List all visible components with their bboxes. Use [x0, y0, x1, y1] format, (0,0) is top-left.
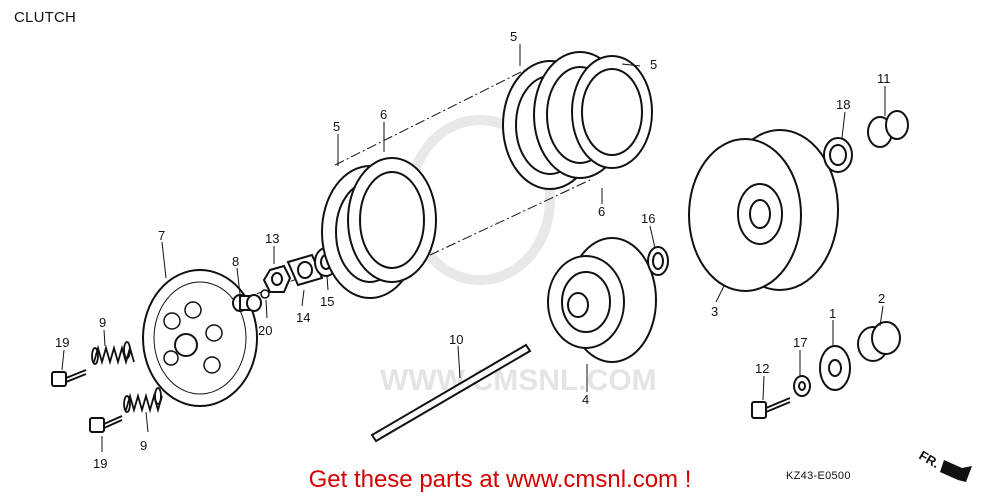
needle-bearing	[823, 137, 853, 173]
callout-18: 18	[836, 97, 850, 112]
push-rod	[370, 343, 532, 443]
lock-washer	[286, 253, 324, 287]
callout-5-right: 5	[650, 57, 657, 72]
callout-17: 17	[793, 335, 807, 350]
callout-16: 16	[641, 211, 655, 226]
collar	[867, 110, 909, 148]
callout-14: 14	[296, 310, 310, 325]
callout-5-top: 5	[510, 29, 517, 44]
primary-drive-gear	[819, 345, 851, 391]
clutch-spring-lower	[123, 387, 163, 414]
callout-6-left: 6	[380, 107, 387, 122]
bolt-upper	[51, 369, 87, 387]
callout-11: 11	[877, 71, 891, 86]
gear-washer	[793, 375, 811, 397]
gear-bolt	[751, 397, 791, 419]
callout-7: 7	[158, 228, 165, 243]
callout-5-left: 5	[333, 119, 340, 134]
steel-ball	[260, 289, 270, 299]
callout-8: 8	[232, 254, 239, 269]
callout-3: 3	[711, 304, 718, 319]
callout-2: 2	[878, 291, 885, 306]
callout-10: 10	[449, 332, 463, 347]
callout-9-lower: 9	[140, 438, 147, 453]
callout-20: 20	[258, 323, 272, 338]
callout-12: 12	[755, 361, 769, 376]
clutch-spring-upper	[91, 341, 135, 366]
callout-15: 15	[320, 294, 334, 309]
bolt-lower	[89, 415, 123, 433]
callout-6-right: 6	[598, 204, 605, 219]
lifter-piece	[232, 294, 262, 312]
lock-nut	[262, 264, 292, 293]
clutch-center	[547, 237, 657, 363]
clutch-outer	[688, 129, 839, 292]
promo-banner[interactable]: Get these parts at www.cmsnl.com !	[308, 466, 692, 493]
callout-19-lower: 19	[93, 456, 107, 471]
callout-labels: 5 5 5 6 6 7 8 13 14 15 20 9 9 19 19 10 4…	[55, 29, 891, 471]
callout-19-upper: 19	[55, 335, 69, 350]
watermark-text: WWW.CMSNL.COM	[380, 364, 657, 397]
page-title: CLUTCH	[14, 9, 77, 26]
diagram-reference-code: KZ43-E0500	[786, 470, 851, 482]
callout-13: 13	[265, 231, 279, 246]
thrust-washer	[647, 246, 669, 276]
callout-4: 4	[582, 392, 589, 407]
pressure-plate	[142, 269, 258, 407]
leader-lines	[61, 44, 886, 452]
callout-9-upper: 9	[99, 315, 106, 330]
spacer-bushing	[857, 321, 901, 362]
callout-1: 1	[829, 306, 836, 321]
clutch-plate-left	[347, 157, 437, 283]
friction-disk-far	[571, 55, 653, 169]
